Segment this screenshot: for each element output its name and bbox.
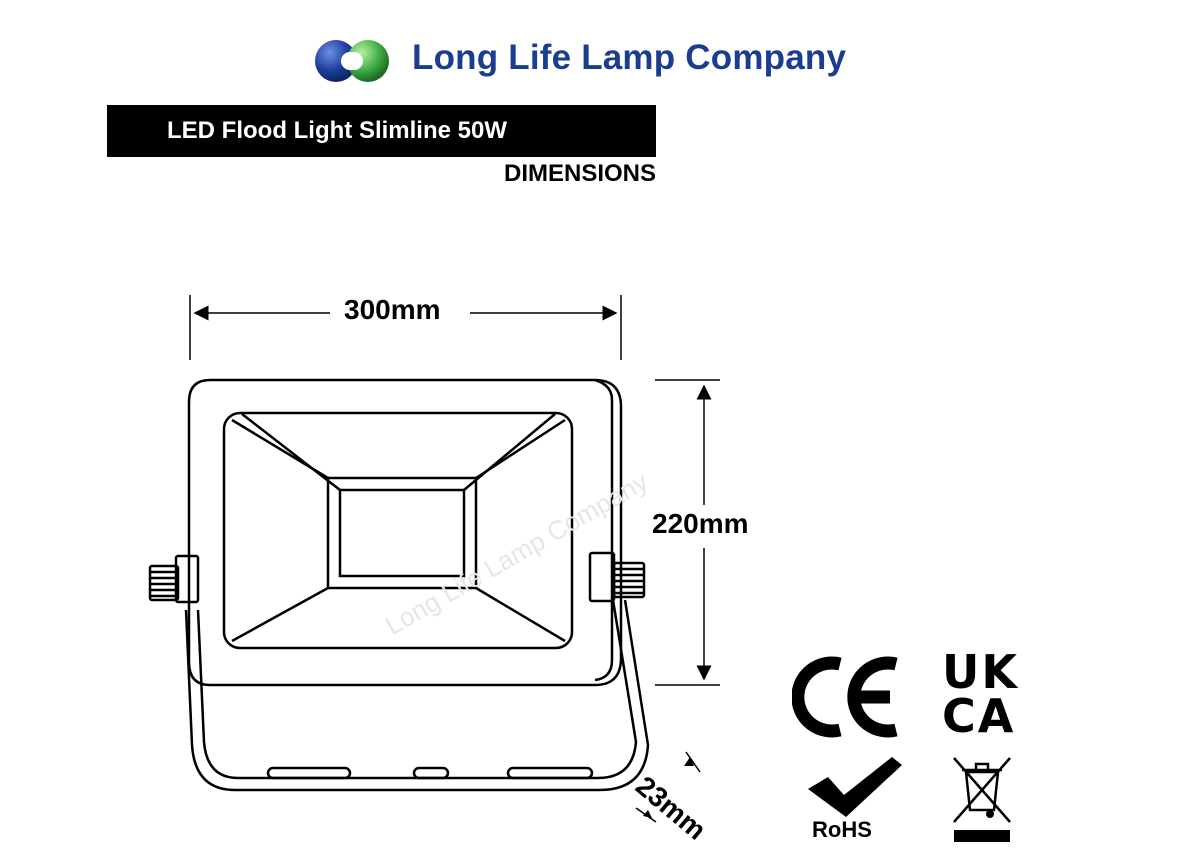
title-banner: LED Flood Light Slimline 50W xyxy=(107,105,656,157)
rohs-label: RoHS xyxy=(812,817,872,842)
rohs-check-icon xyxy=(808,757,902,817)
ukca-mark: UK CA xyxy=(942,645,1019,743)
crossed-bin-icon xyxy=(953,757,1011,842)
width-label: 300mm xyxy=(344,294,441,325)
ukca-bottom: CA xyxy=(942,689,1016,743)
section-heading: DIMENSIONS xyxy=(503,160,656,187)
height-label: 220mm xyxy=(652,508,749,539)
product-title: LED Flood Light Slimline 50W xyxy=(167,117,507,144)
ce-mark-icon xyxy=(792,656,898,738)
company-logo-icon xyxy=(315,40,389,82)
ukca-top: UK xyxy=(942,645,1019,699)
company-name: Long Life Lamp Company xyxy=(412,38,847,77)
